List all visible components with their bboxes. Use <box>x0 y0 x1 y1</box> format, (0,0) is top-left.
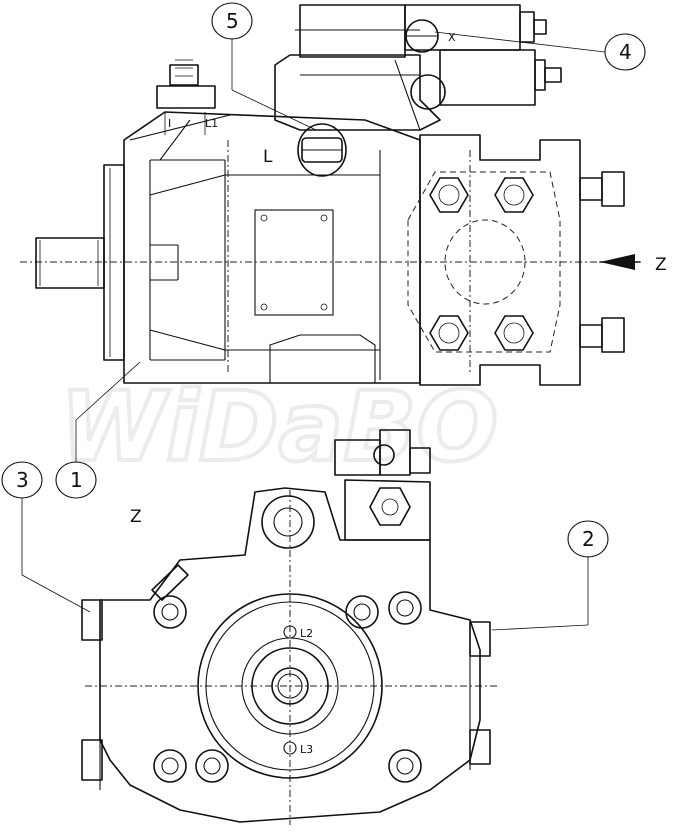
end-bolt <box>153 595 187 629</box>
end-bolt <box>153 749 187 783</box>
port-l-label: L <box>263 147 273 167</box>
callout-5: 5 <box>211 2 317 131</box>
watermark-text: WiDaBO <box>60 371 498 483</box>
pump-side-view: L I L1 <box>20 4 667 386</box>
pump-end-view: Z L2 <box>81 429 500 825</box>
svg-text:I: I <box>168 117 171 130</box>
callout-1-label: 1 <box>70 468 83 492</box>
end-bolt <box>388 591 422 625</box>
callout-4-label: 4 <box>619 40 632 64</box>
flange-bolt <box>429 315 469 351</box>
flange-bolt <box>494 177 534 213</box>
callout-1: 1 <box>55 361 141 499</box>
callout-2: 2 <box>491 520 609 631</box>
callout-5-label: 5 <box>226 9 239 33</box>
port-l1-label: L1 <box>205 117 218 130</box>
flange-bolt <box>494 315 534 351</box>
view-z-title: Z <box>130 507 142 527</box>
port-l2-label: L2 <box>300 627 313 640</box>
port-l3-label: L3 <box>300 743 313 756</box>
rear-port-plate <box>407 134 625 386</box>
mark-x: X <box>448 31 456 44</box>
end-bolt <box>195 749 229 783</box>
port-l1-fitting: I L1 <box>156 59 218 135</box>
view-z-arrow: Z <box>599 254 667 275</box>
callout-3: 3 <box>1 461 91 613</box>
end-bolt <box>345 595 379 629</box>
nameplate <box>254 209 334 316</box>
callout-3-label: 3 <box>16 468 29 492</box>
callout-2-label: 2 <box>582 527 595 551</box>
view-z-arrow-label: Z <box>655 255 667 275</box>
end-bolt <box>388 749 422 783</box>
callout-4: 4 <box>434 31 646 71</box>
drive-shaft <box>35 237 105 289</box>
flange-bolt <box>429 177 469 213</box>
control-valve: X <box>274 4 562 131</box>
end-control-valve <box>334 429 431 541</box>
port-l-plug: L <box>263 123 347 177</box>
end-housing <box>99 487 481 823</box>
